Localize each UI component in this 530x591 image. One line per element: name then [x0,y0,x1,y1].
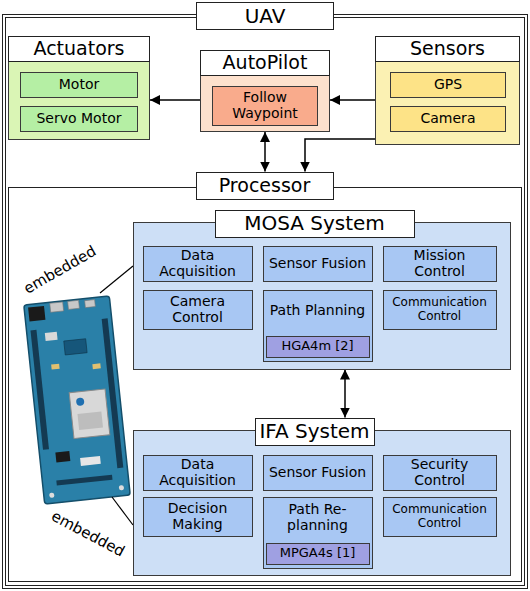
algorithm-box: HGA4m [2] [266,336,370,358]
module-box: Mission Control [383,246,497,282]
box-label: Mission Control [384,247,496,281]
module-box: Security Control [383,455,497,491]
box-label: Camera Control [144,291,252,329]
box-label: Follow Waypoint [213,87,317,125]
component-box: Motor [20,72,138,98]
heading-text: AutoPilot [200,50,330,76]
algorithm-box: MPGA4s [1] [266,543,370,565]
heading-text: Actuators [8,36,150,62]
box-label: Sensor Fusion [264,247,372,281]
box-label: Security Control [384,456,496,490]
box-label: Servo Motor [21,107,137,131]
connector-arrow [264,132,266,172]
box-label: Communication Control [384,291,496,329]
annotation-label: embedded [49,508,128,560]
box-label: Path Re-planning [264,498,372,538]
annotation-label: embedded [21,243,99,297]
component-panel: SensorsGPS Camera [375,38,520,145]
module-box: Sensor Fusion [263,246,373,282]
component-panel: ActuatorsMotorServo Motor [8,38,150,140]
box-label: Communication Control [384,498,496,536]
box-label: Motor [21,73,137,97]
heading-text: Sensors [375,36,520,62]
box-label: MPGA4s [1] [267,544,369,564]
function-box: Follow Waypoint [212,86,318,126]
box-label: Data Acquisition [144,456,252,490]
system-panel: MOSA SystemData AcquisitionSensor Fusion… [133,222,511,370]
component-box: GPS [390,72,506,98]
module-box: Decision Making [143,497,253,537]
leader-line [100,266,133,293]
heading-text: IFA System [255,418,375,446]
module-box: Communication Control [383,290,497,330]
module-box: Sensor Fusion [263,455,373,491]
box-label: Path Planning [264,291,372,331]
component-panel: AutoPilotFollow Waypoint [200,50,330,132]
module-box: Camera Control [143,290,253,330]
system-frame: UAVActuatorsMotorServo MotorAutoPilotFol… [2,14,528,589]
component-box: Servo Motor [20,106,138,132]
system-panel: IFA SystemData AcquisitionSensor FusionS… [133,430,511,576]
box-label: GPS [391,73,505,97]
heading-text: UAV [196,2,334,30]
box-label: HGA4m [2] [267,337,369,357]
leader-line [112,497,133,525]
module-box: Data Acquisition [143,455,253,491]
component-box: Camera [390,106,506,132]
module-box: Data Acquisition [143,246,253,282]
connector-arrow [344,370,346,418]
module-box: Path Re-planningMPGA4s [1] [263,497,373,569]
heading-text: Processor [196,172,334,200]
box-label: Sensor Fusion [264,456,372,490]
module-box: Path PlanningHGA4m [2] [263,290,373,362]
edison-board [24,296,130,504]
module-box: Communication Control [383,497,497,537]
box-label: Camera [391,107,505,131]
connector-arrow [150,99,200,101]
connector-arrow [330,99,375,101]
box-label: Data Acquisition [144,247,252,281]
box-label: Decision Making [144,498,252,536]
heading-text: MOSA System [215,210,415,238]
connector-arrow [305,139,375,172]
